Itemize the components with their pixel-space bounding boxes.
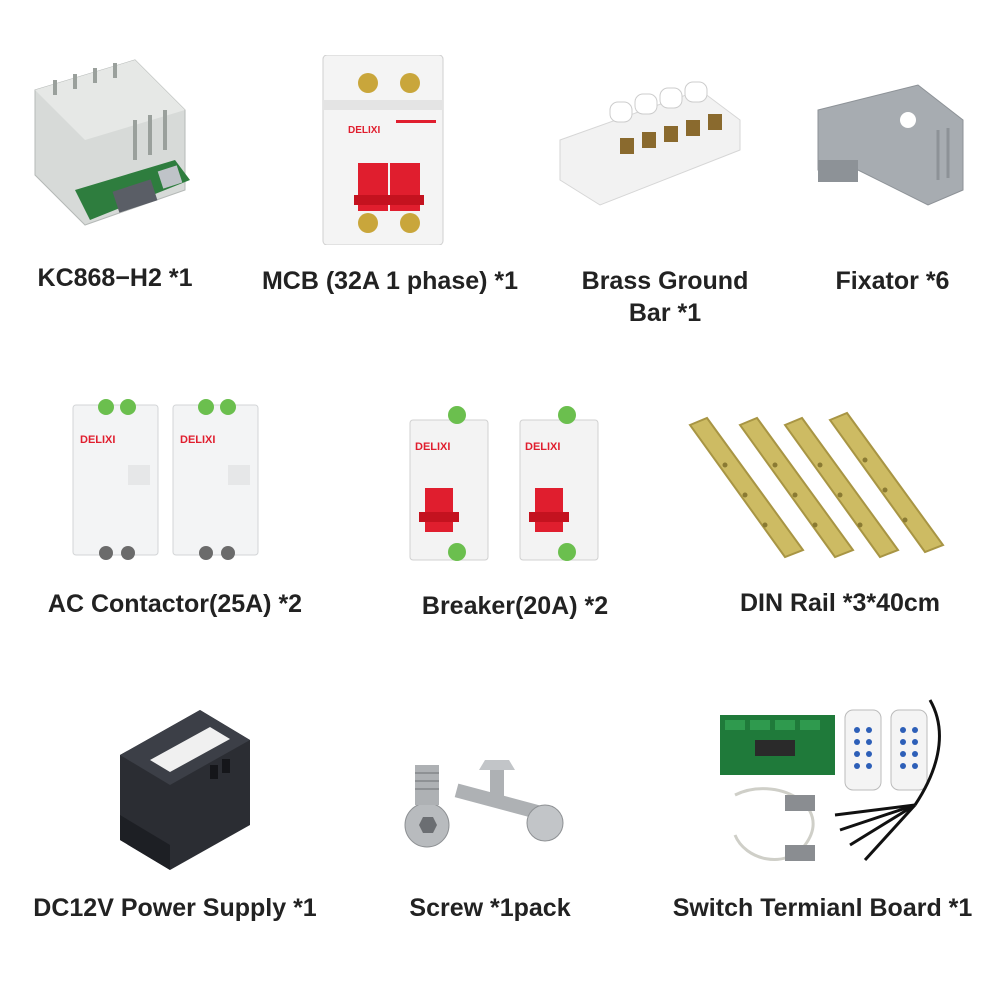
svg-text:DELIXI: DELIXI xyxy=(180,434,215,446)
product-label: Brass Ground Bar *1 xyxy=(581,267,749,327)
svg-text:DELIXI: DELIXI xyxy=(525,441,560,453)
product-label: AC Contactor(25A) *2 xyxy=(47,590,303,618)
product-label: DIN Rail *3*40cm xyxy=(739,589,941,617)
mcb-breaker-icon: DELIXI xyxy=(318,55,448,245)
product-label: Screw *1pack xyxy=(409,894,571,922)
svg-text:DELIXI: DELIXI xyxy=(348,125,380,136)
switch-terminal-board-icon xyxy=(715,695,955,875)
product-label: DC12V Power Supply *1 xyxy=(33,894,317,922)
fixator-icon xyxy=(798,80,968,210)
breaker-icon: DELIXI DELIXI xyxy=(405,400,605,565)
svg-text:DELIXI: DELIXI xyxy=(80,434,115,446)
svg-text:DELIXI: DELIXI xyxy=(415,441,450,453)
product-label: Fixator *6 xyxy=(835,267,950,295)
ground-bar-icon xyxy=(550,80,750,210)
product-label: Breaker(20A) *2 xyxy=(421,592,609,620)
power-supply-icon xyxy=(90,705,260,875)
product-label: Switch Termianl Board *1 xyxy=(672,894,973,922)
ac-contactor-icon: DELIXI DELIXI xyxy=(68,395,263,565)
screw-icon xyxy=(395,745,575,855)
controller-board-icon xyxy=(25,50,195,230)
product-label: KC868−H2 *1 xyxy=(37,264,193,292)
din-rail-icon xyxy=(685,410,955,560)
product-label: MCB (32A 1 phase) *1 xyxy=(261,267,519,295)
